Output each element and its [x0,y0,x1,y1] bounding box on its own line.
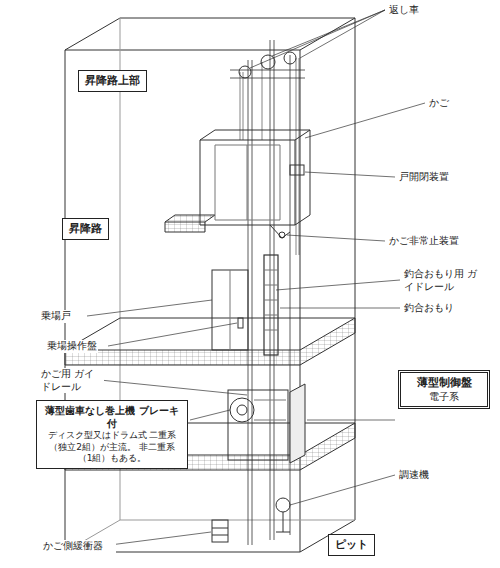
label-box: 薄型歯車なし巻上機 ブレーキ付ディスク型又はドラム式 二重系（独立2組）が主流。… [36,400,188,469]
cw-rail-label: 釣合おもり用 ガイドレール [403,268,485,293]
landing-door-label: 乗場戸 [40,310,72,323]
counterweight-label: 釣合おもり [403,302,455,315]
area-label: ピット [334,538,369,552]
buffer-label: かご側緩衝器 [42,540,116,553]
car-label: かご [428,97,450,110]
label-box: 昇降路 [62,218,109,240]
sheave-label: 返し車 [388,4,420,17]
hall-panel-label: 乗場操作盤 [46,340,98,353]
machine-title: 薄型歯車なし巻上機 ブレーキ付 [42,404,182,430]
panel-title: 薄型制御盤 [406,376,482,390]
door-operator-label: 戸開閉装置 [398,171,450,184]
governor-label: 調速機 [398,469,430,482]
panel-subtitle: 電子系 [406,390,482,403]
safety-gear-label: かご非常止装置 [388,235,460,248]
car-rail-label: かご用 ガイドレール [40,368,104,393]
machine-note: ディスク型又はドラム式 二重系（独立2組）が主流。 非二重系（1組）もある。 [42,430,182,465]
label-box: 薄型制御盤電子系 [398,370,490,409]
label-box: 昇降路上部 [78,70,147,92]
label-box: ピット [328,534,375,556]
area-label: 昇降路上部 [84,74,141,88]
area-label: 昇降路 [68,222,103,236]
